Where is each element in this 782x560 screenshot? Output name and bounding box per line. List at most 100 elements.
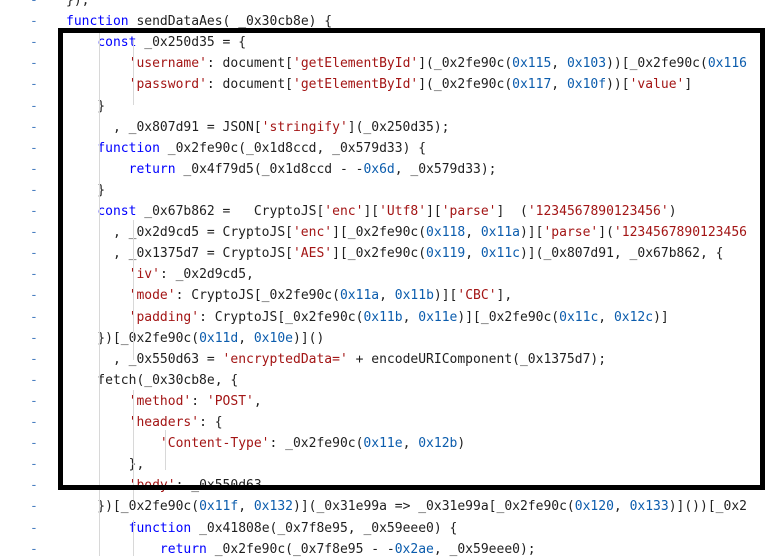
code-line[interactable]: - , _0x550d63 = 'encryptedData=' + encod… — [0, 349, 782, 370]
code-line[interactable]: - 'username': document['getElementById']… — [0, 53, 782, 74]
indent-guide — [165, 430, 166, 470]
code-line[interactable]: - 'headers': { — [0, 412, 782, 433]
diff-marker: - — [30, 225, 38, 241]
diff-marker: - — [30, 77, 38, 93]
code-line[interactable]: -}); — [0, 0, 782, 11]
code-line[interactable]: - fetch(_0x30cb8e, { — [0, 370, 782, 391]
code-text: })[_0x2fe90c(0x11f, 0x132)](_0x31e99a =>… — [66, 496, 747, 517]
code-token: , _0x807d91 = JSON[ — [66, 119, 262, 135]
code-token: ] ( — [496, 204, 528, 219]
code-token: ))[_0x2fe90c( — [606, 56, 708, 72]
code-text: } — [66, 180, 105, 201]
code-line[interactable]: - const _0x67b862 = CryptoJS['enc']['Utf… — [0, 201, 782, 222]
code-line[interactable]: - return _0x2fe90c(_0x7f8e95 - -0x2ae, _… — [0, 539, 782, 560]
code-token: 'mode' — [128, 288, 176, 304]
code-token: )][_0x2fe90c( — [457, 309, 560, 325]
code-token: 0x119 — [426, 246, 466, 262]
diff-marker: - — [30, 393, 38, 409]
code-token: 0x11b — [363, 309, 403, 325]
code-line[interactable]: - 'iv': _0x2d9cd5, — [0, 264, 782, 285]
code-token: 0x11c — [480, 246, 520, 262]
code-token: const — [97, 204, 145, 219]
code-line[interactable]: - }, — [0, 454, 782, 475]
code-token: , — [551, 77, 567, 93]
code-line[interactable]: - 'mode': CryptoJS[_0x2fe90c(0x11a, 0x11… — [0, 285, 782, 306]
code-token: 'CBC' — [457, 288, 497, 304]
code-line[interactable]: - } — [0, 180, 782, 201]
code-token: )]() — [293, 330, 325, 346]
code-token: 'Content-Type' — [159, 436, 270, 452]
diff-marker: - — [30, 457, 38, 473]
diff-marker: - — [30, 14, 38, 30]
code-token: , — [551, 56, 567, 72]
indent-guide — [133, 220, 134, 360]
diff-marker: - — [30, 204, 38, 219]
code-token: 0x132 — [253, 499, 293, 515]
code-line[interactable]: - } — [0, 96, 782, 117]
code-text: , _0x550d63 = 'encryptedData=' + encodeU… — [66, 349, 606, 370]
code-token: ]( — [598, 225, 614, 241]
code-line[interactable]: - function _0x2fe90c(_0x1d8ccd, _0x579d3… — [0, 138, 782, 159]
code-token: 'method' — [128, 393, 192, 409]
code-token — [66, 394, 129, 409]
code-token: 0x11f — [199, 499, 239, 515]
code-token: : CryptoJS[_0x2fe90c( — [175, 288, 340, 304]
code-token: function — [66, 14, 137, 30]
code-token: 0x11a — [480, 225, 520, 241]
code-line[interactable]: - , _0x1375d7 = CryptoJS['AES'][_0x2fe90… — [0, 243, 782, 264]
code-token: 0x12b — [418, 436, 458, 452]
diff-marker: - — [30, 372, 38, 388]
code-token — [66, 162, 129, 177]
code-token: } — [66, 98, 106, 114]
code-token: 0x118 — [426, 225, 466, 241]
code-token: ][ — [426, 204, 442, 219]
indent-guide — [133, 40, 134, 105]
code-token: 0x117 — [512, 77, 552, 93]
code-token: , — [465, 225, 481, 241]
code-token: }, — [66, 457, 145, 473]
code-token: 'parse' — [441, 204, 497, 219]
code-text: 'padding': CryptoJS[_0x2fe90c(0x11b, 0x1… — [66, 307, 669, 328]
code-line[interactable]: - 'method': 'POST', — [0, 391, 782, 412]
code-token: 0x11e — [418, 309, 458, 325]
code-line[interactable]: - })[_0x2fe90c(0x11f, 0x132)](_0x31e99a … — [0, 496, 782, 517]
code-token: 0x11a — [339, 288, 380, 304]
indent-guide — [133, 520, 134, 556]
code-token — [66, 478, 129, 493]
code-text: return _0x4f79d5(_0x1d8ccd - -0x6d, _0x5… — [66, 159, 497, 180]
diff-marker: - — [30, 415, 38, 430]
code-token: ](_0x2fe90c( — [418, 56, 513, 72]
code-line[interactable]: - })[_0x2fe90c(0x11d, 0x10e)]() — [0, 328, 782, 349]
code-token — [66, 35, 97, 50]
code-line[interactable]: - , _0x807d91 = JSON['stringify'](_0x250… — [0, 117, 782, 138]
code-line[interactable]: - 'body': _0x550d63 — [0, 475, 782, 496]
code-line[interactable]: -function sendDataAes( _0x30cb8e) { — [0, 11, 782, 32]
code-text: } — [66, 96, 105, 117]
code-text: fetch(_0x30cb8e, { — [66, 370, 238, 391]
code-token: 'stringify' — [261, 119, 348, 135]
code-token: 'getElementById' — [293, 77, 419, 93]
code-line[interactable]: - 'Content-Type': _0x2fe90c(0x11e, 0x12b… — [0, 433, 782, 454]
code-text: , _0x2d9cd5 = CryptoJS['enc'][_0x2fe90c(… — [66, 222, 747, 243]
code-line[interactable]: - 'padding': CryptoJS[_0x2fe90c(0x11b, 0… — [0, 307, 782, 328]
code-token: , — [379, 288, 395, 304]
code-text: , _0x1375d7 = CryptoJS['AES'][_0x2fe90c(… — [66, 243, 724, 264]
code-line[interactable]: - const _0x250d35 = { — [0, 32, 782, 53]
code-token: _0x2fe90c(_0x7f8e95 - - — [214, 541, 395, 557]
code-line[interactable]: - return _0x4f79d5(_0x1d8ccd - -0x6d, _0… — [0, 159, 782, 180]
code-token: 'headers' — [128, 415, 200, 430]
code-line[interactable]: - 'password': document['getElementById']… — [0, 74, 782, 95]
code-token — [66, 141, 97, 156]
code-token: : _0x550d63 — [175, 478, 262, 494]
code-line[interactable]: - , _0x2d9cd5 = CryptoJS['enc'][_0x2fe90… — [0, 222, 782, 243]
code-token: 0x11b — [394, 288, 434, 304]
diff-marker: - — [30, 541, 38, 557]
code-token: ](_0x2fe90c( — [418, 77, 513, 93]
code-token: ][ — [363, 204, 380, 219]
code-line[interactable]: - function _0x41808e(_0x7f8e95, _0x59eee… — [0, 518, 782, 539]
code-token: 0x103 — [566, 56, 607, 72]
code-token: , — [402, 436, 419, 452]
code-token: 0x120 — [574, 499, 614, 515]
code-token: 'username' — [128, 56, 207, 72]
